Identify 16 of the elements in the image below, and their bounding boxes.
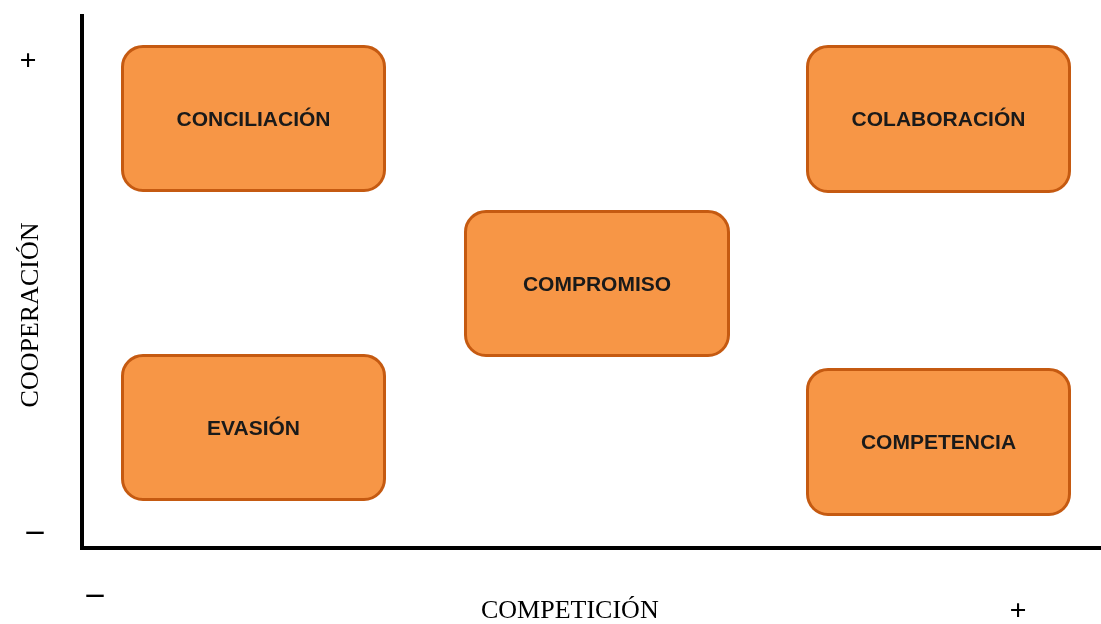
box-label: COLABORACIÓN [851,107,1026,131]
rounded-box [121,354,386,501]
axis-min-sign: – [86,576,104,610]
box-label: EVASIÓN [207,415,300,440]
axis-max-sign: + [1009,595,1027,624]
rounded-box [806,368,1071,516]
box-label: CONCILIACIÓN [176,106,331,131]
rounded-box [806,45,1071,193]
axis-title: COMPETICIÓN [481,597,659,623]
box-label: COMPROMISO [522,271,672,296]
axis-max-sign: + [19,45,37,75]
box-label: COMPETENCIA [860,430,1017,454]
rounded-box [464,210,730,357]
axis-min-sign: – [26,513,44,547]
axis-title: COOPERACIÓN [16,222,43,408]
rounded-box [121,45,386,192]
